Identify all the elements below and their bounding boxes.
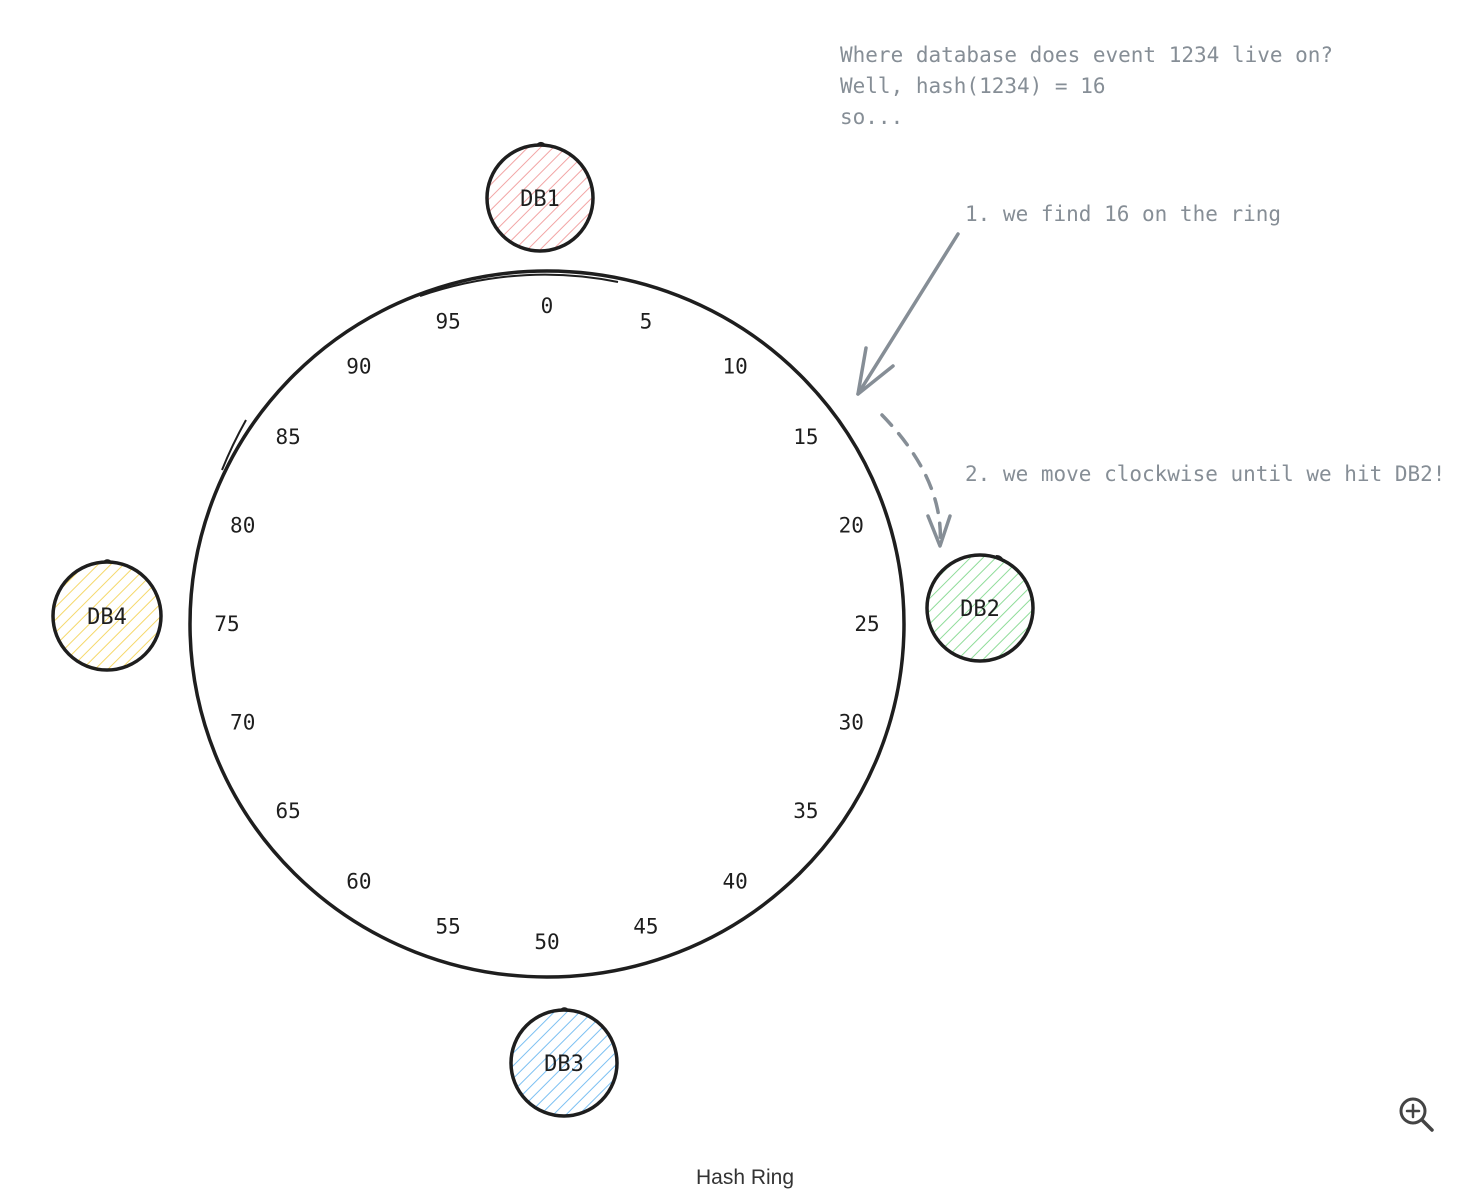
ring-tick-45: 45: [633, 914, 658, 938]
db4-label: DB4: [87, 605, 127, 630]
ring-tick-5: 5: [640, 310, 653, 334]
db3-label: DB3: [544, 1052, 584, 1077]
db-node-db2[interactable]: DB2: [925, 553, 1035, 663]
ring-tick-90: 90: [346, 355, 371, 379]
ring-tick-15: 15: [793, 425, 818, 449]
db1-label: DB1: [520, 187, 560, 212]
ring-tick-10: 10: [722, 355, 747, 379]
ring-tick-40: 40: [722, 869, 747, 893]
ring-tick-70: 70: [230, 710, 255, 734]
db-node-db3[interactable]: DB3: [509, 1007, 619, 1118]
question-text-line1: Where database does event 1234 live on?: [840, 43, 1333, 67]
zoom-in-icon: [1399, 1097, 1434, 1132]
ring-tick-0: 0: [541, 294, 554, 318]
diagram-caption: Hash Ring: [695, 1166, 795, 1189]
ring-tick-65: 65: [275, 799, 300, 823]
ring-tick-25: 25: [854, 612, 879, 636]
ring-tick-60: 60: [346, 869, 371, 893]
step1-note: 1. we find 16 on the ring: [965, 202, 1281, 226]
step2-note: 2. we move clockwise until we hit DB2!: [965, 462, 1445, 486]
ring-tick-20: 20: [839, 514, 864, 538]
step1-arrow: [856, 232, 960, 396]
zoom-in-button[interactable]: [1396, 1094, 1438, 1136]
ring-tick-80: 80: [230, 514, 255, 538]
ring-tick-30: 30: [839, 710, 864, 734]
step2-arrow: [880, 413, 952, 548]
ring-tick-55: 55: [435, 914, 460, 938]
ring-tick-85: 85: [275, 425, 300, 449]
hash-ring: [188, 269, 906, 979]
question-text-line2: Well, hash(1234) = 16: [840, 74, 1106, 98]
ring-tick-95: 95: [435, 310, 460, 334]
ring-tick-50: 50: [534, 930, 559, 954]
question-text-line3: so...: [840, 105, 903, 129]
ring-tick-labels: 0 5 10 15 20 25 30 35 40 45 50 55 60 65 70 75 80 85 90 95: [214, 294, 879, 954]
db-node-db4[interactable]: DB4: [51, 559, 163, 672]
db-node-db1[interactable]: DB1: [485, 141, 595, 253]
db2-label: DB2: [960, 597, 1000, 622]
ring-tick-75: 75: [214, 612, 239, 636]
ring-tick-35: 35: [793, 799, 818, 823]
